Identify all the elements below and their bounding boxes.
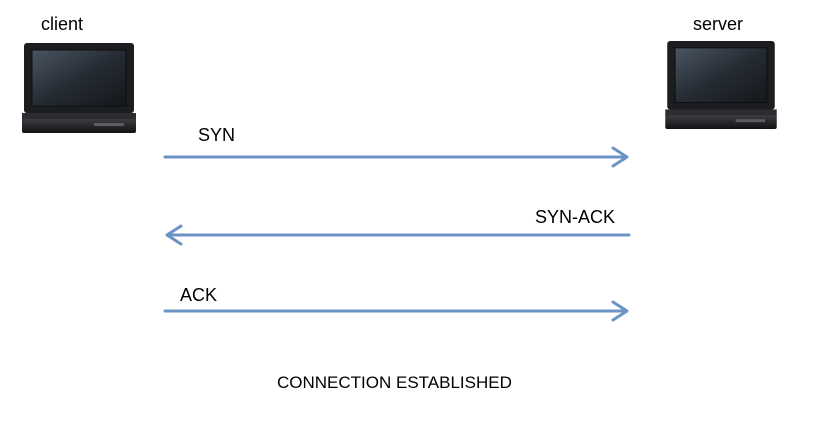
ack-message-label: ACK [180, 285, 218, 305]
syn-ack-arrow [165, 224, 631, 246]
server-label: server [693, 14, 744, 34]
client-laptop-icon [22, 43, 136, 133]
syn-arrow [163, 146, 629, 168]
client-label: client [41, 14, 84, 34]
syn-ack-message-label: SYN-ACK [535, 207, 616, 227]
connection-status: CONNECTION ESTABLISHED [277, 373, 512, 392]
syn-message-label: SYN [198, 125, 236, 145]
ack-arrow [163, 300, 629, 322]
server-laptop-icon [665, 41, 777, 129]
